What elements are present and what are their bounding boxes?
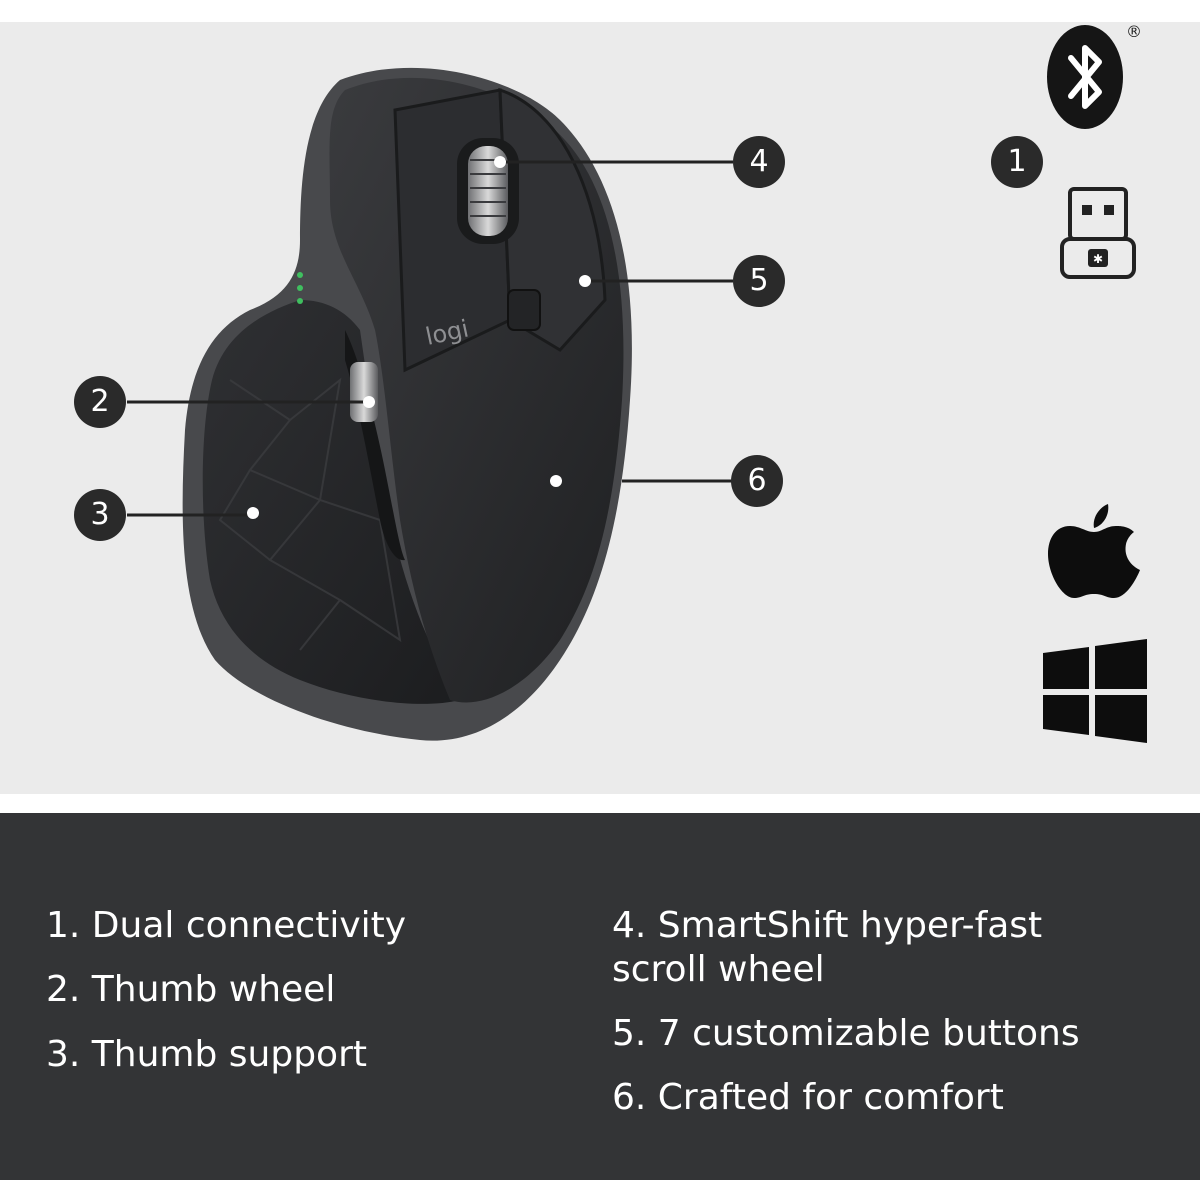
mode-shift-button [507,289,541,331]
callout-6: 6 [731,455,783,507]
right-button-plate [498,87,607,352]
thumb-wheel-graphic [350,362,378,422]
bluetooth-icon [1047,25,1123,129]
feature-3: 3. Thumb support [46,1034,367,1075]
callout-5: 5 [733,255,785,307]
usb-receiver-icon: ✱ [1060,187,1136,279]
callout-1: 1 [991,136,1043,188]
mouse-illustration: logi [127,67,733,741]
windows-icon [1043,639,1147,743]
feature-list-panel [0,813,1200,1180]
registered-mark: ® [1126,22,1142,41]
feature-4: 4. SmartShift hyper-fast scroll wheel [612,905,1043,990]
callout-4: 4 [733,136,785,188]
apple-icon [1048,504,1140,598]
feature-1: 1. Dual connectivity [46,905,407,946]
feature-2: 2. Thumb wheel [46,969,336,1010]
feature-6: 6. Crafted for comfort [612,1077,1004,1118]
callout-2: 2 [74,376,126,428]
svg-text:✱: ✱ [1093,252,1103,266]
callout-3: 3 [74,489,126,541]
feature-5: 5. 7 customizable buttons [612,1013,1080,1054]
